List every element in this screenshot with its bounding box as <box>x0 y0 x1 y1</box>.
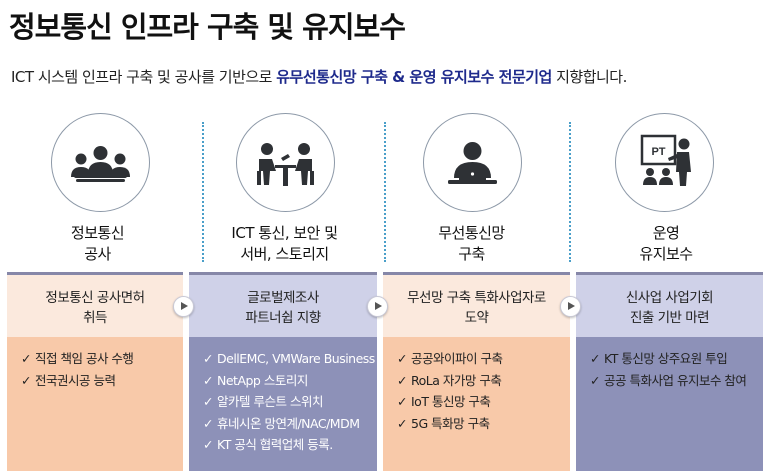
list-item: ✓공공 특화사업 유지보수 참여 <box>590 370 763 392</box>
feature-list: ✓KT 통신망 상주요원 투입 ✓공공 특화사업 유지보수 참여 <box>576 337 763 471</box>
subtitle-highlight: 유무선통신망 구축 & 운영 유지보수 전문기업 <box>276 68 552 86</box>
check-icon: ✓ <box>203 415 213 431</box>
subtitle-prefix: ICT 시스템 인프라 구축 및 공사를 기반으로 <box>11 68 277 86</box>
list-item: ✓IoT 통신망 구축 <box>397 391 570 413</box>
list-item: ✓알카텔 루슨트 스위치 <box>203 391 377 413</box>
check-icon: ✓ <box>21 351 31 366</box>
play-arrow-icon <box>560 296 581 317</box>
list-item: ✓전국권시공 능력 <box>21 370 183 392</box>
check-icon: ✓ <box>203 437 213 452</box>
laptop-user-icon <box>423 113 522 212</box>
list-item: ✓RoLa 자가망 구축 <box>397 370 570 392</box>
check-icon: ✓ <box>397 372 407 388</box>
check-icon: ✓ <box>21 372 31 388</box>
play-arrow-icon <box>367 296 388 317</box>
column-divider <box>202 122 204 262</box>
list-item: ✓KT 통신망 상주요원 투입 <box>590 348 763 370</box>
check-icon: ✓ <box>397 351 407 366</box>
page-title: 정보통신 인프라 구축 및 유지보수 <box>9 10 406 44</box>
presentation-icon: PT <box>615 113 714 212</box>
list-item: ✓직접 책임 공사 수행 <box>21 348 183 370</box>
check-icon: ✓ <box>203 351 213 366</box>
list-item: ✓KT 공식 협력업체 등록. <box>203 434 377 456</box>
feature-list: ✓공공와이파이 구축 ✓RoLa 자가망 구축 ✓IoT 통신망 구축 ✓5G … <box>383 337 570 471</box>
list-item: ✓NetApp 스토리지 <box>203 370 377 392</box>
list-item: ✓5G 특화망 구축 <box>397 413 570 435</box>
column-divider <box>569 122 571 262</box>
list-item: ✓휴네시온 망연계/NAC/MDM <box>203 413 377 435</box>
page-subtitle: ICT 시스템 인프라 구축 및 공사를 기반으로 유무선통신망 구축 & 운영… <box>11 66 627 87</box>
check-icon: ✓ <box>590 351 600 366</box>
feature-list: ✓직접 책임 공사 수행 ✓전국권시공 능력 <box>7 337 183 471</box>
subtitle-suffix: 지향합니다. <box>551 68 627 86</box>
list-item: ✓공공와이파이 구축 <box>397 348 570 370</box>
check-icon: ✓ <box>590 372 600 388</box>
list-item: ✓DellEMC, VMWare Business <box>203 348 377 370</box>
check-icon: ✓ <box>203 372 213 388</box>
check-icon: ✓ <box>203 394 213 409</box>
check-icon: ✓ <box>397 394 407 409</box>
feature-list: ✓DellEMC, VMWare Business ✓NetApp 스토리지 ✓… <box>189 337 377 471</box>
meeting-people-icon <box>51 113 150 212</box>
column-divider <box>384 122 386 262</box>
check-icon: ✓ <box>397 415 407 431</box>
business-meeting-icon <box>236 113 335 212</box>
pt-board-text: PT <box>651 146 665 158</box>
play-arrow-icon <box>173 296 194 317</box>
